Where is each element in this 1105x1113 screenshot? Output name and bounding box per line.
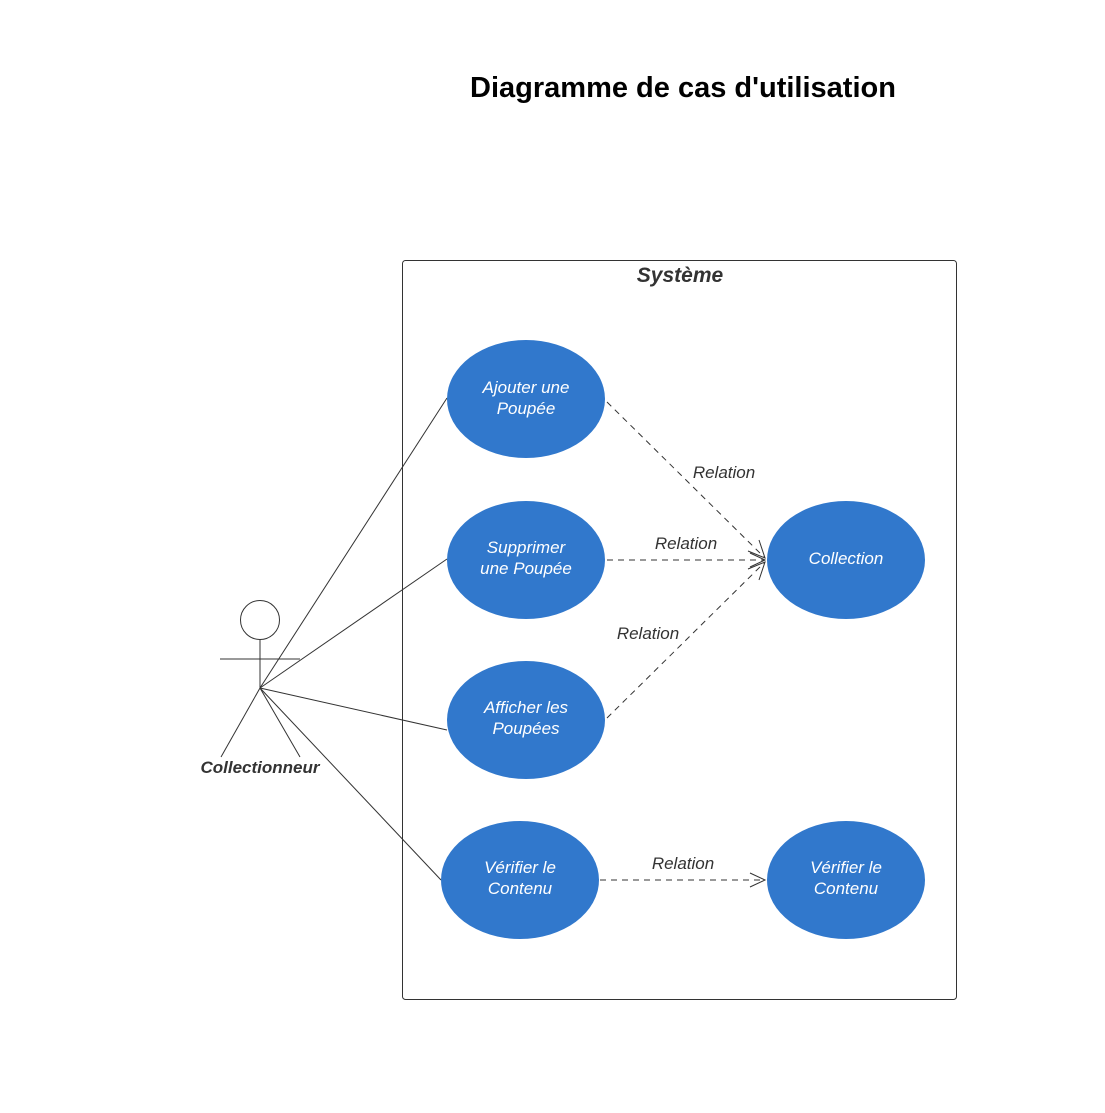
actor-left-leg (220, 687, 261, 758)
association-afficher (259, 687, 448, 731)
use-case-label-line1: Ajouter une (482, 378, 570, 397)
use-case-ellipse (447, 501, 605, 619)
use-case-ellipse (767, 821, 925, 939)
use-case-label-line2: une Poupée (480, 559, 572, 578)
use-case-verifier-contenu-target[interactable]: Vérifier le Contenu (767, 821, 925, 939)
use-case-label-line2: Contenu (488, 879, 553, 898)
use-case-label-line2: Poupées (492, 719, 560, 738)
use-case-label-line2: Poupée (497, 399, 556, 418)
associations (259, 397, 448, 881)
use-case-collection[interactable]: Collection (767, 501, 925, 619)
dependency-ajouter-collection (606, 401, 766, 559)
use-case-afficher-poupees[interactable]: Afficher les Poupées (447, 661, 605, 779)
use-case-ellipse (447, 661, 605, 779)
actor-head-icon (240, 600, 280, 640)
arrowhead-supprimer-collection (749, 552, 767, 568)
use-case-ellipse (447, 340, 605, 458)
actor-collectionneur[interactable]: Collectionneur (200, 600, 321, 778)
use-case-label-line2: Contenu (814, 879, 879, 898)
diagram-title: Diagramme de cas d'utilisation (470, 72, 896, 104)
relation-label-afficher-collection: Relation (617, 624, 679, 643)
association-supprimer (259, 558, 448, 689)
arrowhead-afficher-collection (747, 561, 766, 581)
actor-right-leg (259, 687, 301, 758)
association-ajouter (259, 397, 448, 689)
arrowhead-verifier-verifier (749, 872, 767, 888)
use-case-label-line1: Afficher les (483, 698, 569, 717)
system-label: Système (637, 264, 724, 287)
dependency-afficher-collection (606, 561, 766, 719)
dependencies (600, 401, 767, 888)
arrowhead-ajouter-collection (747, 539, 766, 559)
use-case-ajouter-poupee[interactable]: Ajouter une Poupée (447, 340, 605, 458)
actor-label: Collectionneur (200, 758, 320, 777)
use-case-label-line1: Supprimer (487, 538, 567, 557)
use-case-label-line1: Vérifier le (484, 858, 556, 877)
association-verifier (259, 687, 442, 881)
use-case-ellipse (767, 501, 925, 619)
use-case-supprimer-poupee[interactable]: Supprimer une Poupée (447, 501, 605, 619)
use-case-verifier-contenu[interactable]: Vérifier le Contenu (441, 821, 599, 939)
relation-label-verifier-verifier: Relation (652, 854, 714, 873)
use-case-ellipse (441, 821, 599, 939)
use-case-label-line1: Vérifier le (810, 858, 882, 877)
use-case-label-line1: Collection (809, 549, 884, 568)
relation-label-ajouter-collection: Relation (693, 463, 755, 482)
relation-label-supprimer-collection: Relation (655, 534, 717, 553)
